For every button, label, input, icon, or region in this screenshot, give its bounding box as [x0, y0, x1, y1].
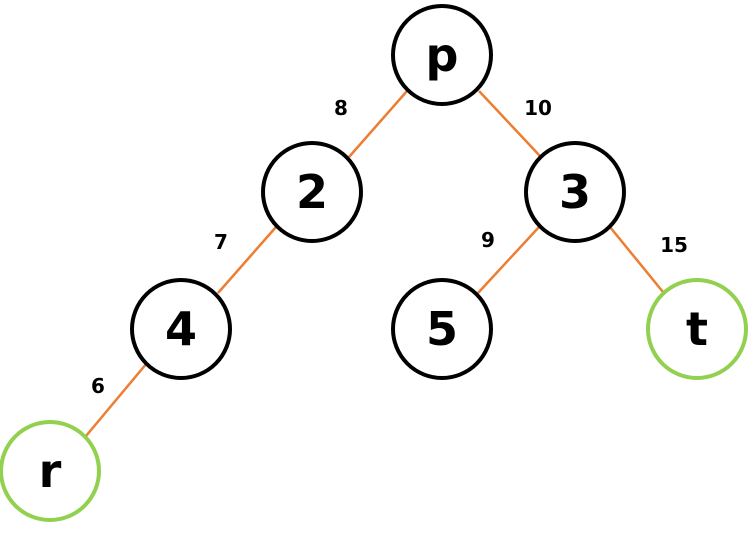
node-r: r [0, 420, 101, 522]
node-p: p [391, 4, 493, 106]
edge-labels: 8 10 7 9 15 6 [91, 96, 688, 398]
edge-3-5 [477, 226, 540, 294]
edge-p-3 [478, 90, 541, 157]
edge-weight-3-5: 9 [481, 228, 495, 252]
edge-3-t [609, 226, 664, 293]
edge-2-4 [217, 226, 277, 294]
edge-p-2 [348, 90, 408, 158]
edge-weight-p-3: 10 [524, 96, 552, 120]
node-label-p: p [426, 28, 459, 82]
node-t: t [646, 278, 748, 380]
node-label-3: 3 [559, 165, 591, 219]
node-2: 2 [261, 141, 363, 243]
nodes: p 2 3 4 5 t r [0, 4, 748, 522]
node-5: 5 [391, 278, 493, 380]
node-4: 4 [130, 278, 232, 380]
node-label-5: 5 [426, 302, 458, 356]
edge-weight-p-2: 8 [334, 96, 348, 120]
edge-weight-2-4: 7 [214, 230, 228, 254]
node-label-r: r [39, 444, 62, 498]
edges [85, 90, 664, 437]
node-label-2: 2 [296, 165, 328, 219]
edge-weight-4-r: 6 [91, 374, 105, 398]
edge-4-r [85, 362, 148, 437]
edge-weight-3-t: 15 [660, 233, 688, 257]
node-label-t: t [686, 302, 708, 356]
node-3: 3 [524, 141, 626, 243]
node-label-4: 4 [165, 302, 197, 356]
